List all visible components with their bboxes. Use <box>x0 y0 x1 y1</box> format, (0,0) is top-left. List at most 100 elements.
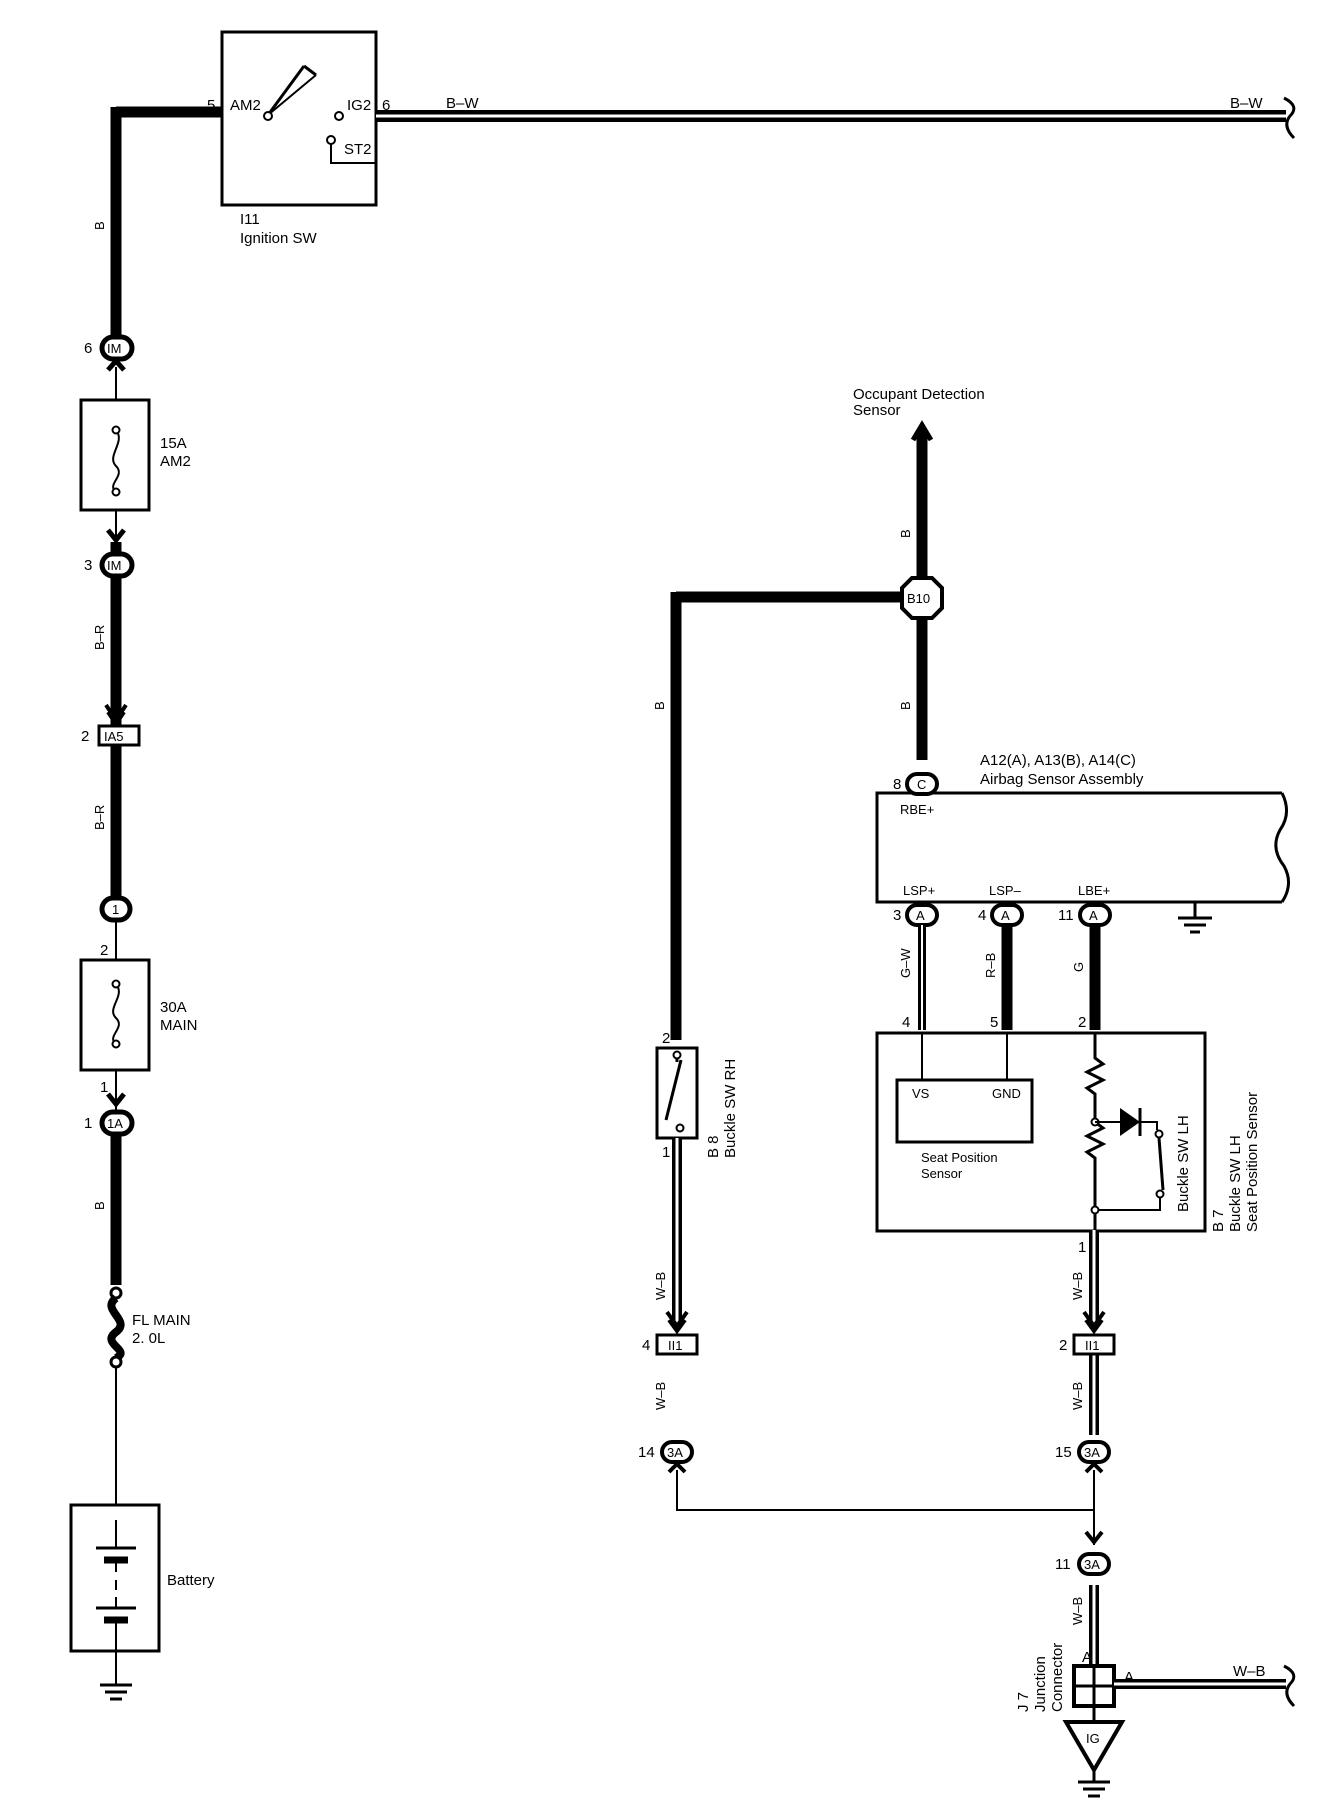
ignition-pin-out: 6 <box>382 97 390 114</box>
ignition-switch-name: Ignition SW <box>240 230 318 247</box>
airbag-pin-lsp-plus: 3 <box>893 907 901 924</box>
wire-color-br-upper: B–R <box>92 625 107 650</box>
connector-b10-label: B10 <box>907 591 930 606</box>
st2-terminal-label: ST2 <box>344 141 372 158</box>
airbag-conn-c: C <box>917 777 926 792</box>
airbag-pin-rbe: 8 <box>893 776 901 793</box>
connector-im-label: IM <box>107 558 121 573</box>
airbag-lbe-plus-label: LBE+ <box>1078 883 1110 898</box>
airbag-ids: A12(A), A13(B), A14(C) <box>980 752 1136 769</box>
wire-color-wb-lh1: W–B <box>1070 1272 1085 1300</box>
wire-color-rb: R–B <box>983 953 998 978</box>
airbag-to-b7-wires: G–W R–B G 4 5 2 <box>898 925 1101 1031</box>
wire-color-wb-rh2: W–B <box>653 1382 668 1410</box>
wire-color-wb-lh2: W–B <box>1070 1382 1085 1410</box>
connector-3a-rh-pin: 14 <box>638 1444 655 1461</box>
connector-ii1-rh-pin: 4 <box>642 1337 650 1354</box>
connector-3a-rh: 3A 14 <box>638 1440 694 1474</box>
connector-1a: 1A 1 <box>84 1109 135 1137</box>
connector-ii1-label: II1 <box>1085 1338 1099 1353</box>
connector-im-3: IM 3 <box>84 528 135 579</box>
ignition-switch: AM2 IG2 ST2 5 6 I11 Ignition SW <box>207 30 390 247</box>
b7-name1: Buckle SW LH <box>1227 1135 1244 1232</box>
connector-ia5: IA5 2 <box>81 724 141 747</box>
occupant-detection-sensor-label: Occupant Detection Sensor <box>853 386 985 442</box>
am2-terminal-label: AM2 <box>230 97 261 114</box>
connector-ia5-pin: 2 <box>81 728 89 745</box>
connector-3a-lh-pin: 15 <box>1055 1444 1072 1461</box>
connector-im-6: IM 6 <box>84 334 135 372</box>
buckle-sw-lh-seat-position-sensor: VS GND Seat Position Sensor Buckle SW LH… <box>875 1031 1261 1233</box>
connector-3a-junction: 3A 11 <box>1055 1530 1111 1576</box>
airbag-sensor-assembly: A12(A), A13(B), A14(C) Airbag Sensor Ass… <box>875 752 1290 934</box>
seat-sensor-line1: Seat Position <box>921 1150 998 1165</box>
fusible-link-name: FL MAIN <box>132 1312 191 1329</box>
junction-pin-right: A <box>1124 1669 1134 1686</box>
b7-pin-4: 4 <box>902 1014 910 1031</box>
b8-pin-2: 2 <box>662 1030 670 1047</box>
seat-sensor-gnd: GND <box>992 1086 1021 1101</box>
ground-battery <box>100 1683 132 1701</box>
junction-connector-j7: A A W–B J 7 Junction Connector <box>1015 1643 1296 1722</box>
airbag-rbe-label: RBE+ <box>900 802 934 817</box>
connector-im-pin-3: 3 <box>84 557 92 574</box>
wire-color-wb-rh1: W–B <box>653 1272 668 1300</box>
main-fuse-pin-2: 2 <box>100 942 108 959</box>
wire-color-bw-left: B–W <box>446 95 479 112</box>
wire-color-bw-right: B–W <box>1230 95 1263 112</box>
battery: Battery <box>69 1503 215 1653</box>
b7-pin-2: 2 <box>1078 1014 1086 1031</box>
connector-ii1-label: II1 <box>668 1338 682 1353</box>
wire-color-gw: G–W <box>898 948 913 978</box>
battery-label: Battery <box>167 1572 215 1589</box>
b8-pin-1: 1 <box>662 1144 670 1161</box>
wire-color-wb-j: W–B <box>1070 1597 1085 1625</box>
buckle-sw-lh-inner-label: Buckle SW LH <box>1175 1115 1192 1212</box>
connector-ii1-lh-pin: 2 <box>1059 1337 1067 1354</box>
connector-ii1-lh: II1 2 <box>1059 1333 1116 1356</box>
connector-1a-label: 1A <box>107 1116 123 1131</box>
fuse-am2: 15A AM2 <box>79 398 191 512</box>
connector-1a-pin: 1 <box>84 1115 92 1132</box>
ignition-pin-in: 5 <box>207 97 215 114</box>
seat-sensor-vs: VS <box>912 1086 930 1101</box>
connector-im-pin-6: 6 <box>84 340 92 357</box>
ignition-switch-id: I11 <box>240 211 260 228</box>
fuse-main-rating: 30A <box>160 999 187 1016</box>
occupant-sensor-line1: Occupant Detection <box>853 386 985 403</box>
bw-output-wire: B–W B–W <box>376 95 1296 140</box>
airbag-pin-lbe-plus: 11 <box>1058 907 1074 924</box>
wire-color-b-sensor: B <box>898 529 913 538</box>
junction-name2: Connector <box>1049 1643 1066 1712</box>
airbag-conn-a: A <box>916 908 925 923</box>
b7-pin-5: 5 <box>990 1014 998 1031</box>
b8-id: B 8 <box>705 1135 722 1158</box>
airbag-conn-a: A <box>1089 908 1098 923</box>
airbag-lsp-minus-label: LSP– <box>989 883 1022 898</box>
b7-name2: Seat Position Sensor <box>1244 1092 1261 1232</box>
ground-ig: IG <box>1062 1720 1126 1798</box>
fuse-am2-name: AM2 <box>160 453 191 470</box>
airbag-lsp-plus-label: LSP+ <box>903 883 935 898</box>
seat-sensor-line2: Sensor <box>921 1166 963 1181</box>
occupant-sensor-line2: Sensor <box>853 402 901 419</box>
connector-ia5-label: IA5 <box>104 729 124 744</box>
fuse-main-name: MAIN <box>160 1017 198 1034</box>
connector-3a-label: 3A <box>1084 1445 1100 1460</box>
connector-1-label: 1 <box>112 902 119 917</box>
connector-3a-j-pin: 11 <box>1055 1556 1071 1573</box>
airbag-conn-a: A <box>1001 908 1010 923</box>
wire-color-g: G <box>1071 962 1086 972</box>
buckle-sw-rh: 2 1 B 8 Buckle SW RH <box>655 1030 739 1161</box>
wire-color-b-top: B <box>92 221 107 230</box>
wire-color-wb-junction-right: W–B <box>1233 1663 1266 1680</box>
connector-3a-label: 3A <box>667 1445 683 1460</box>
fusible-link-fl-main: FL MAIN 2. 0L <box>107 1286 191 1369</box>
fusible-link-rating: 2. 0L <box>132 1330 165 1347</box>
main-fuse-pin-1: 1 <box>100 1079 108 1096</box>
fuse-am2-rating: 15A <box>160 435 187 452</box>
wire-color-b-rbe: B <box>898 701 913 710</box>
wb-ground-wires: W–B W–B W–B W–B W–B 1 <box>653 1138 1106 1665</box>
connector-b10: B10 <box>900 576 944 620</box>
airbag-pin-lsp-minus: 4 <box>978 907 986 924</box>
